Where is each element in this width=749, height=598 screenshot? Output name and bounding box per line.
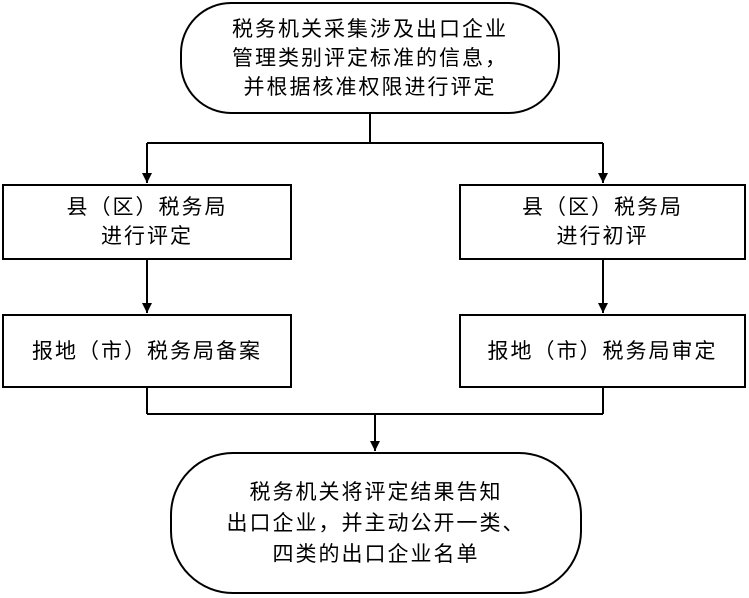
end-terminal-text: 税务机关将评定结果告知 出口企业，并主动公开一类、 四类的出口企业名单 <box>172 454 580 592</box>
right-step1-box <box>459 184 746 260</box>
left-step1-box <box>2 184 292 260</box>
end-terminal <box>170 452 582 594</box>
right-step1-text: 县（区）税务局 进行初评 <box>461 185 744 259</box>
left-step2-line-1: 报地（市）税务局备案 <box>32 338 262 363</box>
right-step1-line-1: 县（区）税务局 <box>522 195 683 219</box>
start-line-2: 管理类别评定标准的信息， <box>232 45 508 70</box>
left-step2-box <box>2 314 292 388</box>
end-line-1: 税务机关将评定结果告知 <box>249 479 503 504</box>
start-line-1: 税务机关采集涉及出口企业 <box>232 16 508 41</box>
right-step2-line-1: 报地（市）税务局审定 <box>487 338 718 363</box>
left-step1-text: 县（区）税务局 进行评定 <box>4 185 290 259</box>
left-step1-line-1: 县（区）税务局 <box>66 195 228 219</box>
end-line-3: 四类的出口企业名单 <box>272 541 480 566</box>
end-line-2: 出口企业，并主动公开一类、 <box>226 510 526 535</box>
right-step2-text: 报地（市）税务局审定 <box>461 315 744 387</box>
left-step1-line-2: 进行评定 <box>101 224 193 248</box>
right-step1-line-2: 进行初评 <box>556 224 649 248</box>
start-terminal-text: 税务机关采集涉及出口企业 管理类别评定标准的信息， 并根据核准权限进行评定 <box>182 4 558 112</box>
left-step2-text: 报地（市）税务局备案 <box>4 315 290 387</box>
start-line-3: 并根据核准权限进行评定 <box>243 74 497 99</box>
